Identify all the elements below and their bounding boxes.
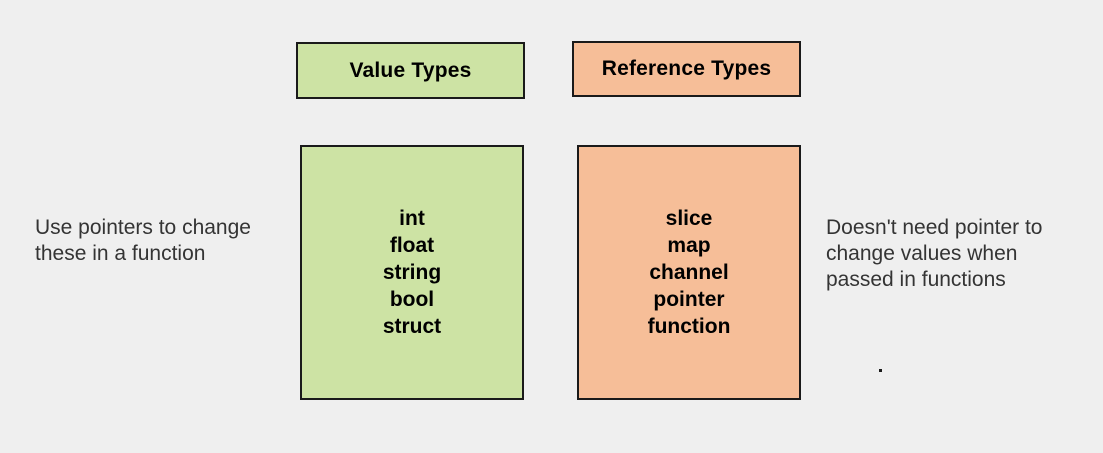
reference-types-header-label: Reference Types [601,57,772,80]
value-type-item: float [389,234,435,257]
value-type-item: bool [389,288,435,311]
right-note-line: Doesn't need pointer to [826,216,1043,239]
value-type-item: string [382,261,442,284]
left-note-line: Use pointers to change [35,216,251,239]
reference-type-item: pointer [653,288,725,311]
value-types-header-box: Value Types [296,42,525,99]
stray-dot-mark [879,369,882,372]
right-note-line: change values when [826,242,1018,265]
reference-type-item: function [647,315,731,338]
value-types-list-box: int float string bool struct [300,145,524,400]
reference-types-list-box: slice map channel pointer function [577,145,801,400]
reference-type-item: map [667,234,711,257]
right-note: Doesn't need pointer to change values whe… [826,215,1076,293]
left-note: Use pointers to change these in a functio… [35,215,285,267]
value-types-header-label: Value Types [349,58,472,82]
reference-type-item: channel [649,261,729,284]
reference-types-header-box: Reference Types [572,41,801,97]
value-type-item: int [399,207,425,230]
right-note-line: passed in functions [826,268,1006,291]
value-type-item: struct [382,315,442,338]
left-note-line: these in a function [35,242,206,265]
reference-type-item: slice [665,207,713,230]
